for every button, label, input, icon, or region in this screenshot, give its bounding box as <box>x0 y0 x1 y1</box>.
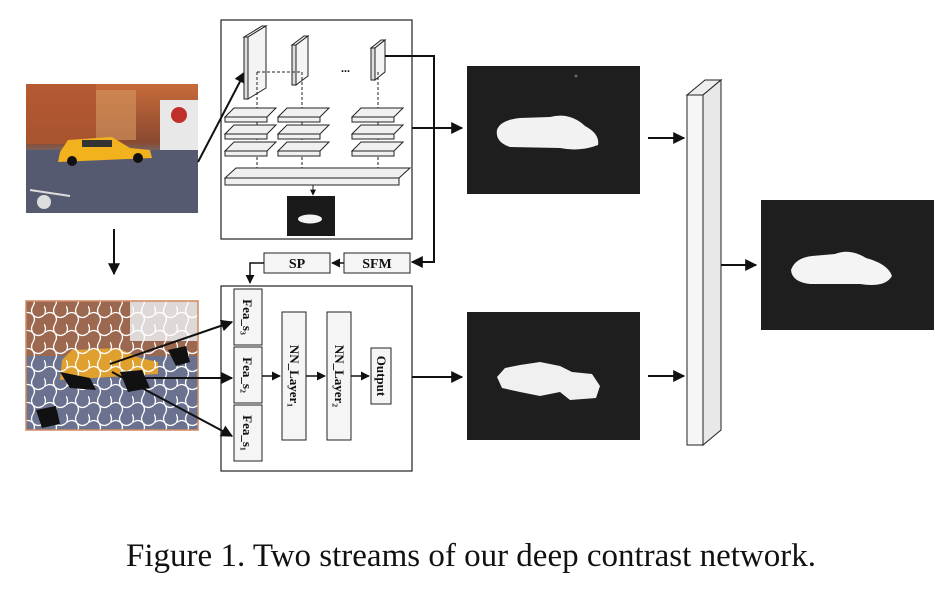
conv-block-2 <box>290 35 310 86</box>
sfm-label: SFM <box>362 257 392 272</box>
nn-layer1-box: NN_Layer₁ <box>281 311 307 441</box>
fea-s1-label: Fea_s₁ <box>240 415 255 451</box>
feature-slabs <box>223 107 412 186</box>
fcn-small-saliency-map <box>287 196 335 236</box>
pixel-saliency-map <box>467 66 640 194</box>
input-photo <box>26 84 198 213</box>
superpixel-to-feature-arrows <box>109 319 234 437</box>
conv-block-3 <box>369 38 387 82</box>
fea-s2-label: Fea_s₂ <box>240 357 255 393</box>
fea-s2-box: Fea_s₂ <box>233 346 263 404</box>
fcn-to-sfm-connector <box>385 55 435 268</box>
fea-s3-label: Fea_s₃ <box>240 299 255 335</box>
output-box: Output <box>370 347 392 405</box>
fea-s3-box: Fea_s₃ <box>233 288 263 346</box>
output-label: Output <box>374 356 389 397</box>
nn-layer2-box: NN_Layer₂ <box>326 311 352 441</box>
nn-layer1-label: NN_Layer₁ <box>287 345 302 407</box>
sp-label: SP <box>289 257 306 272</box>
conv-block-1 <box>242 25 268 100</box>
figure-caption: Figure 1. Two streams of our deep contra… <box>126 538 816 574</box>
nn-layer2-label: NN_Layer₂ <box>332 345 347 407</box>
fusion-layer <box>685 78 723 447</box>
fcn-dashed-connectors <box>256 71 379 193</box>
fea-s1-box: Fea_s₁ <box>233 404 263 462</box>
ellipsis-label: ... <box>341 61 350 75</box>
final-saliency-map <box>761 200 934 330</box>
sp-to-segment-stream-connector <box>245 262 264 284</box>
superpixel-photo <box>25 300 199 431</box>
input-to-fcn-arrow <box>197 70 246 163</box>
segment-saliency-map <box>467 312 640 440</box>
sp-box: SP <box>263 252 331 274</box>
sfm-box: SFM <box>343 252 411 274</box>
